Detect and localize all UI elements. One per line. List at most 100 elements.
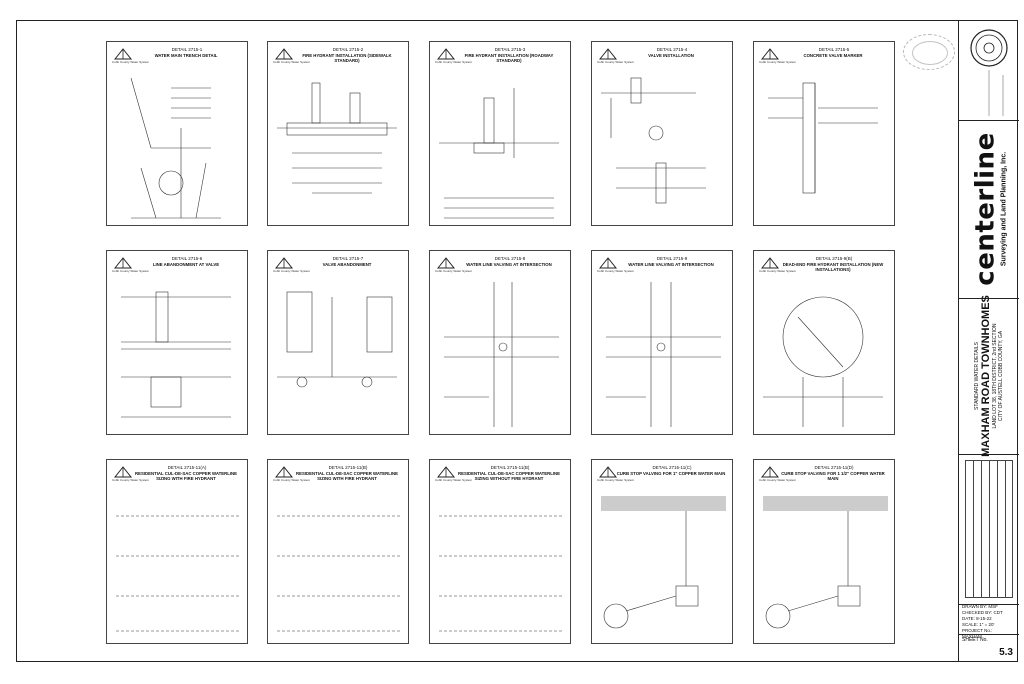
panel-title: VALVE ABANDONMENT: [322, 262, 372, 267]
county-logo-icon: [598, 48, 618, 60]
panel-detail-number: DETAIL 2715-5: [818, 47, 850, 52]
detail-panel: Cobb County Water System DETAIL 2715-11(…: [591, 459, 733, 644]
company-subtitle: Surveying and Land Planning, Inc.: [1000, 151, 1008, 267]
panel-title: RESIDENTIAL CUL-DE-SAC COPPER WATERLINE …: [457, 471, 560, 481]
detail-drawing: [439, 88, 559, 219]
county-logo-icon: [760, 466, 780, 478]
revision-grid: [965, 460, 1013, 598]
panel-detail-number: DETAIL 2715-8: [494, 256, 526, 261]
detail-drawing: [606, 282, 721, 427]
panel-brand: Cobb County Water System: [759, 478, 797, 482]
project-block: STANDARD WATER DETAILS MAXHAM ROAD TOWNH…: [959, 295, 1019, 457]
panel-title: RESIDENTIAL CUL-DE-SAC COPPER WATERLINE …: [295, 471, 398, 481]
panel-brand: Cobb County Water System: [273, 269, 311, 273]
county-logo-icon: [113, 48, 133, 60]
detail-drawing: [763, 496, 888, 629]
panel-detail-number: DETAIL 2715-6: [171, 256, 203, 261]
detail-panel: Cobb County Water System DETAIL 2715-9 W…: [591, 250, 733, 435]
county-logo-icon: [436, 257, 456, 269]
county-logo-icon: [113, 466, 133, 478]
detail-drawing: [768, 82, 878, 194]
county-logo-icon: [274, 257, 294, 269]
sheet-number-block: SHEET No. 5.3: [959, 634, 1019, 662]
county-logo-icon: [436, 466, 456, 478]
detail-panel: Cobb County Water System DETAIL 2715-7 V…: [267, 250, 409, 435]
panel-brand: Cobb County Water System: [435, 269, 473, 273]
panel-detail-number: DETAIL 2715-11(D): [814, 465, 854, 470]
county-logo-icon: [760, 257, 780, 269]
detail-drawing: [116, 515, 241, 632]
panel-detail-number: DETAIL 2715-1: [171, 47, 203, 52]
panel-detail-number: DETAIL 2715-7: [332, 256, 364, 261]
detail-drawing: [277, 82, 397, 194]
detail-panel: Cobb County Water System DETAIL 2715-8 W…: [429, 250, 571, 435]
detail-panel: Cobb County Water System DETAIL 2715-11(…: [429, 459, 571, 644]
project-no-value: MAXHAM: [962, 634, 982, 639]
panel-brand: Cobb County Water System: [597, 269, 635, 273]
panel-detail-number: DETAIL 2715-11(B): [328, 465, 368, 470]
panel-detail-number: DETAIL 2715-11(B): [490, 465, 530, 470]
panel-detail-number: DETAIL 2715-11(C): [652, 465, 692, 470]
county-logo-icon: [274, 48, 294, 60]
info-block: DRAWN BY: MSF CHECKED BY: CDT DATE: 8-15…: [959, 604, 1019, 639]
detail-panel: Cobb County Water System DETAIL 2715-1 W…: [106, 41, 248, 226]
panel-title: RESIDENTIAL CUL-DE-SAC COPPER WATERLINE …: [134, 471, 237, 481]
county-logo-icon: [274, 466, 294, 478]
detail-drawing: [601, 77, 706, 204]
panel-detail-number: DETAIL 2715-3: [494, 47, 526, 52]
panel-detail-number: DETAIL 2715-9(B): [815, 256, 853, 261]
panel-title: DEAD-END FIRE HYDRANT INSTALLATION (NEW …: [782, 262, 884, 272]
detail-drawing: [763, 296, 883, 427]
panel-title: WATER MAIN TRENCH DETAIL: [154, 53, 218, 58]
detail-panel: Cobb County Water System DETAIL 2715-4 V…: [591, 41, 733, 226]
panel-title: FIRE HYDRANT INSTALLATION (SIDEWALK STAN…: [302, 53, 392, 63]
panel-brand: Cobb County Water System: [435, 478, 473, 482]
county-logo-icon: [113, 257, 133, 269]
drawn-by: DRAWN BY: MSF: [962, 604, 998, 609]
tb-seal-area: [959, 20, 1019, 121]
panel-detail-number: DETAIL 2715-11(A): [167, 465, 207, 470]
panel-brand: Cobb County Water System: [112, 269, 150, 273]
date: DATE: 8-15-22: [962, 616, 992, 621]
company-block: centerline Surveying and Land Planning, …: [959, 120, 1019, 299]
detail-drawing: [130, 77, 221, 219]
county-logo-icon: [598, 466, 618, 478]
company-logo: centerline: [970, 132, 1001, 286]
checked-by: CHECKED BY: CDT: [962, 610, 1003, 615]
detail-drawing: [277, 291, 397, 388]
panel-title: CURB STOP VALVING FOR 1" COPPER WATER MA…: [616, 471, 726, 476]
project-name: MAXHAM ROAD TOWNHOMES: [980, 295, 992, 457]
panel-brand: Cobb County Water System: [273, 478, 311, 482]
county-logo-icon: [436, 48, 456, 60]
panel-title: WATER LINE VALVING AT INTERSECTION: [628, 262, 714, 267]
panel-detail-number: DETAIL 2715-9: [656, 256, 688, 261]
detail-drawing: [601, 496, 726, 629]
panel-title: CURB STOP VALVING FOR 1 1/2" COPPER WATE…: [781, 471, 885, 481]
panel-brand: Cobb County Water System: [435, 60, 473, 64]
panel-brand: Cobb County Water System: [112, 478, 150, 482]
detail-drawing: [121, 291, 231, 418]
panel-brand: Cobb County Water System: [597, 60, 635, 64]
detail-panel: Cobb County Water System DETAIL 2715-3 F…: [429, 41, 571, 226]
panel-detail-number: DETAIL 2715-2: [332, 47, 364, 52]
panel-brand: Cobb County Water System: [112, 60, 150, 64]
project-line2: CITY OF AUSTELL COBB COUNTY, GA: [998, 330, 1004, 422]
seal-stamp-icon: [903, 34, 955, 70]
scale: SCALE: 1" = 20': [962, 622, 995, 627]
detail-panel: Cobb County Water System DETAIL 2715-9(B…: [753, 250, 895, 435]
panel-title: CONCRETE VALVE MARKER: [803, 53, 863, 58]
detail-panel: Cobb County Water System DETAIL 2715-5 C…: [753, 41, 895, 226]
detail-drawing: [444, 282, 559, 427]
detail-panel: Cobb County Water System DETAIL 2715-11(…: [753, 459, 895, 644]
panel-brand: Cobb County Water System: [759, 269, 797, 273]
detail-panel: Cobb County Water System DETAIL 2715-2 F…: [267, 41, 409, 226]
county-logo-icon: [760, 48, 780, 60]
panel-brand: Cobb County Water System: [597, 478, 635, 482]
panel-detail-number: DETAIL 2715-4: [656, 47, 688, 52]
panel-title: WATER LINE VALVING AT INTERSECTION: [466, 262, 552, 267]
title-block: centerline Surveying and Land Planning, …: [958, 20, 1019, 662]
panel-title: VALVE INSTALLATION: [648, 53, 694, 58]
project-no-label: PROJECT No.:: [962, 628, 993, 633]
detail-panel: Cobb County Water System DETAIL 2715-11(…: [106, 459, 248, 644]
detail-panel: Cobb County Water System DETAIL 2715-11(…: [267, 459, 409, 644]
